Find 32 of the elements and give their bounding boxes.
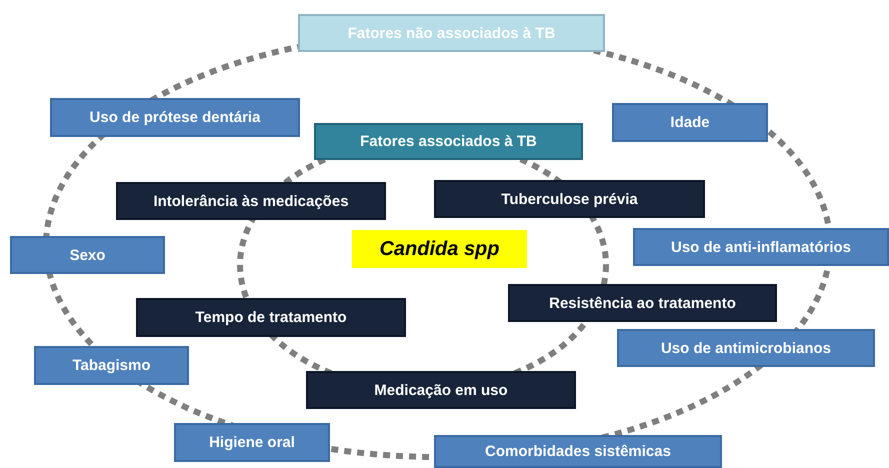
factor-label: Uso de antimicrobianos bbox=[660, 340, 832, 356]
factor-label: Resistência ao tratamento bbox=[549, 294, 736, 312]
factor-box bbox=[136, 298, 406, 337]
factor-box bbox=[352, 230, 527, 268]
factor-box bbox=[116, 182, 386, 220]
factor-box bbox=[434, 180, 705, 218]
factor-label: Comorbidades sistêmicas bbox=[485, 443, 671, 460]
factor-box bbox=[508, 284, 777, 322]
factor-label: Tabagismo bbox=[72, 357, 151, 374]
factor-label: Fatores associados à TB bbox=[360, 133, 537, 150]
factor-box bbox=[612, 103, 768, 142]
factor-box bbox=[306, 371, 576, 409]
factor-label: Uso de prótese dentária bbox=[90, 109, 260, 126]
factor-box bbox=[617, 329, 875, 367]
factor-label: Higiene oral bbox=[209, 434, 295, 451]
factor-label: Tempo de tratamento bbox=[195, 309, 347, 326]
factor-box bbox=[10, 236, 165, 274]
factor-box bbox=[298, 14, 605, 52]
factor-box bbox=[633, 228, 889, 266]
factor-label: Medicação em uso bbox=[374, 382, 508, 398]
factor-label: Fatores não associados à TB bbox=[348, 24, 556, 42]
factor-box bbox=[174, 423, 330, 462]
factor-label: Idade bbox=[670, 114, 710, 131]
factor-label: Tuberculose prévia bbox=[501, 190, 638, 208]
factor-box bbox=[314, 123, 583, 160]
factor-label: Intolerância às medicações bbox=[153, 192, 349, 210]
factor-label: Sexo bbox=[70, 246, 106, 264]
factor-box bbox=[50, 98, 300, 137]
factor-label: Candida spp bbox=[379, 238, 500, 260]
factor-label: Uso de anti-inflamatórios bbox=[670, 238, 852, 256]
factor-box bbox=[34, 346, 189, 385]
factor-box bbox=[434, 435, 722, 468]
